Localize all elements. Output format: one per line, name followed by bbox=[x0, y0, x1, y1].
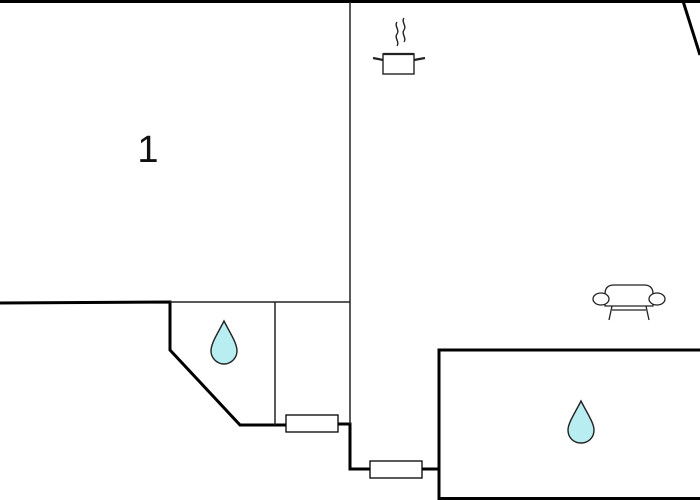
water-drop-icon bbox=[567, 399, 595, 444]
armchair-icon bbox=[592, 284, 666, 321]
interior-walls bbox=[170, 2, 351, 425]
left-lower-wall bbox=[0, 300, 286, 427]
window-lower-middle bbox=[369, 460, 423, 479]
window-lower-left bbox=[285, 414, 339, 433]
right-wall-slant bbox=[681, 0, 700, 56]
cooking-pot-icon bbox=[372, 17, 426, 75]
right-room-wall bbox=[437, 348, 700, 500]
room-number-label: 1 bbox=[137, 129, 159, 171]
corridor-wall bbox=[338, 422, 370, 471]
water-drop-icon bbox=[210, 319, 238, 365]
